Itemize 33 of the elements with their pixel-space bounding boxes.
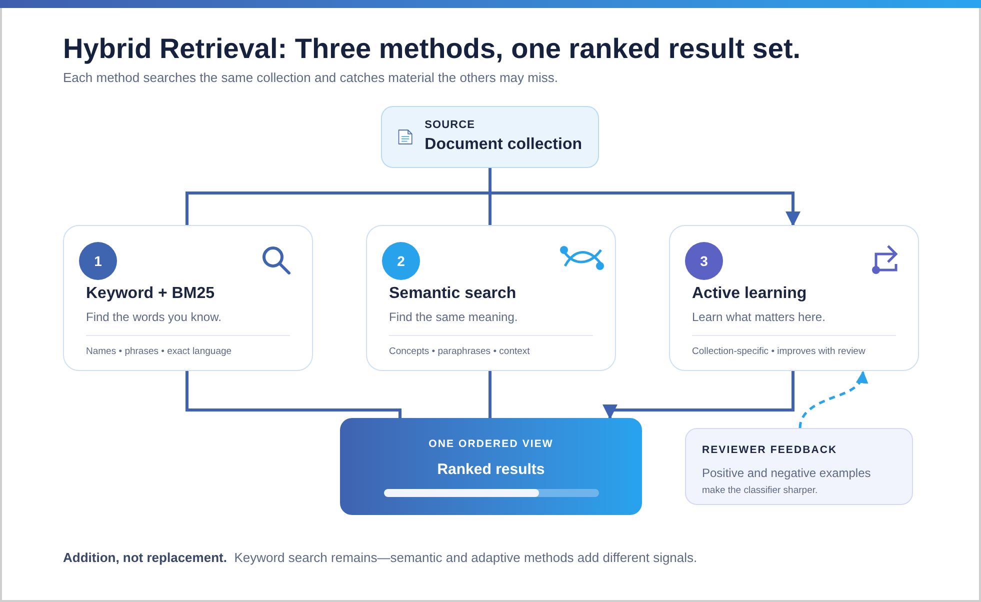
box-heading: ONE ORDERED VIEW [428, 437, 554, 452]
arrow [798, 370, 868, 428]
card-tags: Concepts • paraphrases • context [389, 345, 530, 360]
note-text: Positive and negative examples [702, 464, 872, 482]
arrow [488, 168, 800, 226]
step-number: 1 [79, 242, 117, 280]
connector-line [186, 371, 402, 418]
source-box [381, 106, 599, 168]
card-description: Find the words you know. [86, 309, 222, 326]
card-tags: Names • phrases • exact language [86, 345, 232, 360]
subtitle: Each method searches the same collection and catches material the others may miss. [63, 69, 558, 87]
connector-line [488, 371, 492, 418]
card-title: Active learning [692, 284, 807, 304]
note-text: make the classifier sharper. [702, 484, 819, 498]
footer-note: Addition, not replacement. Keyword search remains—semantic and adaptive methods add different signals. [63, 549, 698, 567]
box-heading: REVIEWER FEEDBACK [702, 443, 838, 458]
box-title: Ranked results [437, 460, 545, 480]
card-title: Keyword + BM25 [86, 284, 214, 304]
card-title: Semantic search [389, 284, 516, 304]
box-heading: SOURCE [424, 118, 476, 133]
title: Hybrid Retrieval: Three methods, one ranked result set. [63, 32, 801, 66]
result-box [340, 418, 642, 515]
step-number: 2 [382, 242, 420, 280]
method-card [669, 225, 919, 371]
arrow [602, 371, 794, 420]
note-box [685, 428, 913, 505]
card-description: Learn what matters here. [692, 309, 826, 326]
method-card [366, 225, 616, 371]
card-tags: Collection-specific • improves with review [692, 345, 866, 360]
box-title: Document collection [424, 135, 582, 156]
card-description: Find the same meaning. [389, 309, 518, 326]
method-card [63, 225, 313, 371]
step-number: 3 [685, 242, 723, 280]
